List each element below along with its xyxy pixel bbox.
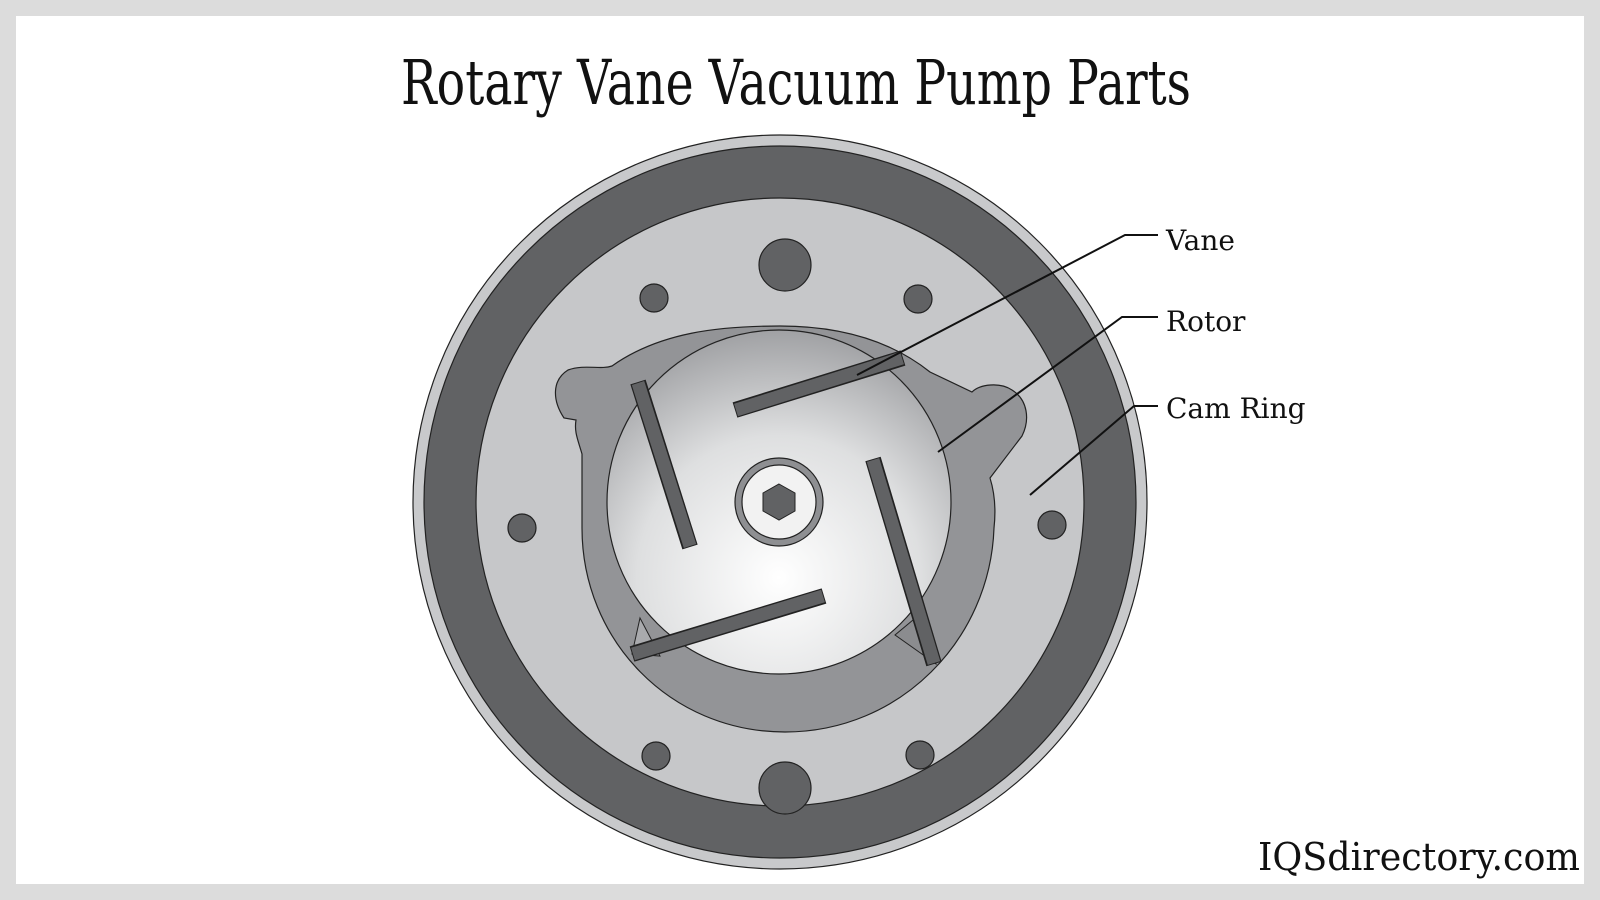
- cam-ring-leader-line: [1029, 405, 1158, 496]
- vane: [630, 379, 698, 550]
- label-rotor: Rotor: [1166, 305, 1246, 338]
- vane: [629, 588, 827, 662]
- bolt-hole: [758, 761, 812, 815]
- page-title: Rotary Vane Vacuum Pump Parts: [401, 46, 1191, 119]
- watermark-logo: IQSdirectory.com: [1258, 835, 1580, 879]
- bolt-hole: [903, 284, 933, 314]
- label-vane: Vane: [1165, 224, 1235, 257]
- label-cam-ring: Cam Ring: [1166, 392, 1306, 425]
- bolt-hole: [641, 741, 671, 771]
- bolt-hole: [507, 513, 537, 543]
- vane-leader-line: [856, 234, 1158, 376]
- bolt-holes: [507, 238, 1067, 815]
- rotor-leader-line: [937, 316, 1158, 453]
- bolt-hole: [758, 238, 812, 292]
- hex-socket-icon: [762, 483, 796, 521]
- bolt-hole: [1037, 510, 1067, 540]
- bolt-hole: [639, 283, 669, 313]
- bolt-hole: [905, 740, 935, 770]
- vane: [865, 456, 942, 667]
